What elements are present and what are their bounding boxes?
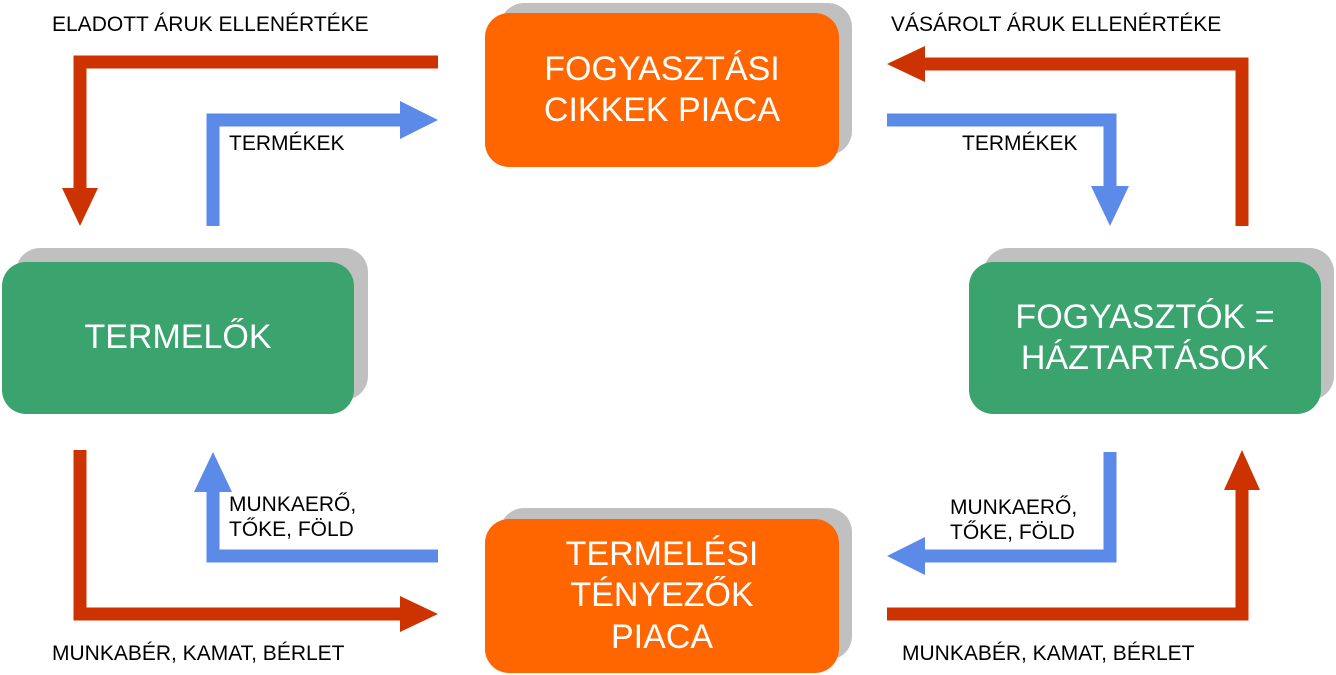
arrow-bought-goods-value bbox=[887, 46, 1249, 226]
box-label: FOGYASZTÓK = bbox=[1015, 297, 1275, 336]
label-sold-goods-value: ELADOTT ÁRUK ELLENÉRTÉKE bbox=[52, 13, 369, 36]
factor-market-box: TERMELÉSI TÉNYEZŐK PIACA bbox=[485, 519, 839, 673]
label-bought-goods-value: VÁSÁROLT ÁRUK ELLENÉRTÉKE bbox=[891, 13, 1222, 36]
label-line: TŐKE, FÖLD bbox=[229, 518, 354, 542]
arrow-wages-right bbox=[887, 450, 1260, 621]
producers-box: TERMELŐK bbox=[2, 262, 354, 414]
goods-flow-line bbox=[923, 452, 1117, 563]
label-factors-left: MUNKAERŐ, TŐKE, FÖLD bbox=[229, 492, 356, 542]
label-products-right: TERMÉKEK bbox=[962, 132, 1078, 155]
money-flow-line bbox=[887, 488, 1249, 621]
arrow-products-right bbox=[887, 113, 1129, 226]
label-products-left: TERMÉKEK bbox=[229, 132, 345, 155]
arrow-products-left bbox=[206, 101, 438, 226]
goods-flow-line bbox=[206, 113, 402, 226]
money-flow-line bbox=[73, 450, 402, 621]
goods-flow-arrowhead bbox=[400, 101, 438, 139]
label-line: MUNKAERŐ, bbox=[229, 493, 357, 516]
goods-flow-line bbox=[887, 113, 1117, 188]
goods-flow-arrowhead bbox=[887, 537, 925, 575]
arrow-factors-left bbox=[194, 452, 438, 563]
money-flow-arrowhead bbox=[1224, 450, 1260, 490]
label-factors-right: MUNKAERŐ, TŐKE, FÖLD bbox=[950, 495, 1077, 545]
box-label: FOGYASZTÁSI bbox=[544, 49, 780, 88]
goods-flow-arrowhead bbox=[1091, 186, 1129, 226]
label-wages-right: MUNKABÉR, KAMAT, BÉRLET bbox=[902, 642, 1195, 665]
money-flow-line bbox=[73, 55, 438, 190]
box-label: CIKKEK PIACA bbox=[543, 91, 781, 129]
box-label: TÉNYEZŐK bbox=[570, 576, 754, 615]
goods-flow-arrowhead bbox=[194, 452, 232, 492]
money-flow-arrowhead bbox=[62, 188, 98, 226]
consumer-goods-market-box: FOGYASZTÁSI CIKKEK PIACA bbox=[485, 13, 839, 167]
label-line: MUNKAERŐ, bbox=[950, 496, 1078, 519]
label-line: TŐKE, FÖLD bbox=[950, 521, 1075, 545]
label-wages-left: MUNKABÉR, KAMAT, BÉRLET bbox=[52, 642, 345, 665]
money-flow-arrowhead bbox=[400, 596, 438, 632]
arrow-factors-right bbox=[887, 452, 1117, 575]
box-label: TERMELŐK bbox=[84, 318, 272, 357]
box-label: HÁZTARTÁSOK bbox=[1020, 339, 1270, 377]
consumers-box: FOGYASZTÓK = HÁZTARTÁSOK bbox=[969, 262, 1321, 414]
goods-flow-line bbox=[206, 490, 438, 563]
arrow-wages-left bbox=[73, 450, 438, 632]
money-flow-line bbox=[923, 57, 1249, 226]
box-label: TERMELÉSI bbox=[565, 534, 759, 573]
box-label: PIACA bbox=[610, 617, 714, 656]
arrow-sold-goods-value bbox=[62, 55, 438, 226]
money-flow-arrowhead bbox=[887, 46, 925, 82]
